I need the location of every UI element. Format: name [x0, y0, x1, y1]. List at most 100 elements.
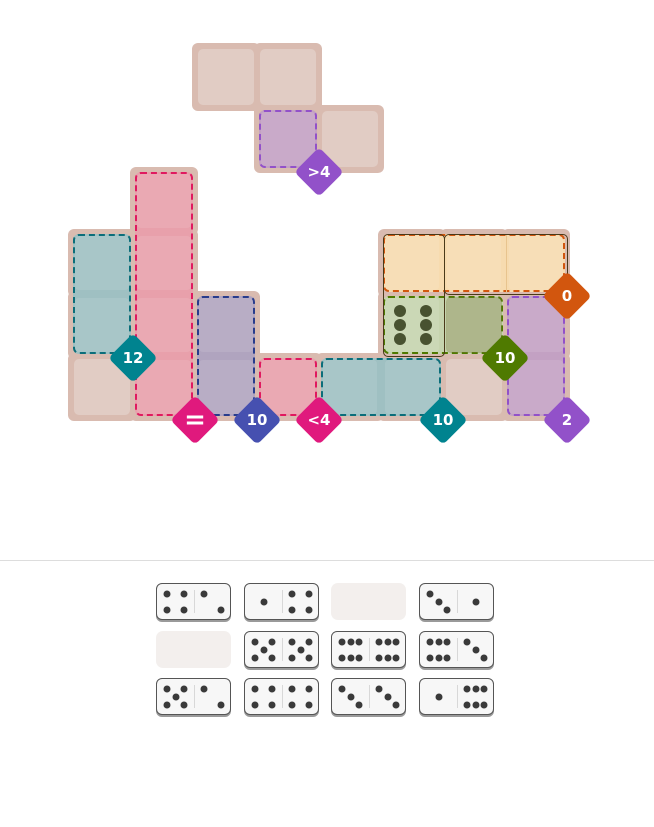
pip — [338, 654, 346, 662]
domino-half — [457, 632, 494, 667]
pip — [288, 590, 296, 598]
domino-half — [245, 679, 282, 714]
pip — [180, 606, 188, 614]
pip — [305, 701, 313, 709]
pip — [375, 685, 383, 693]
constraint-label: <4 — [307, 411, 331, 429]
pip — [288, 606, 296, 614]
domino-half — [369, 632, 406, 667]
region-cell[interactable] — [385, 360, 439, 414]
pip — [384, 654, 391, 662]
board-cell[interactable] — [198, 49, 254, 105]
pip — [251, 685, 259, 693]
region-cell[interactable] — [447, 298, 501, 352]
pip — [163, 685, 171, 693]
domino-divider — [457, 685, 458, 708]
pip — [268, 638, 276, 646]
board-cell[interactable] — [260, 49, 316, 105]
pip — [392, 701, 400, 709]
pip — [435, 654, 442, 662]
pip — [463, 638, 471, 646]
pip — [472, 598, 479, 606]
pip — [355, 654, 363, 662]
pip — [338, 638, 346, 646]
region-orange — [383, 234, 565, 292]
pip — [435, 638, 442, 646]
pip — [392, 654, 400, 662]
domino-divider — [282, 685, 283, 708]
domino-half — [245, 632, 282, 667]
region-purple-right — [507, 296, 565, 416]
pip — [394, 319, 406, 331]
pip — [355, 638, 363, 646]
domino-4-2[interactable] — [156, 583, 231, 620]
region-cell[interactable] — [447, 236, 501, 290]
board-cell[interactable] — [322, 111, 378, 167]
region-cell[interactable] — [75, 298, 129, 352]
domino-6-6[interactable] — [331, 631, 406, 668]
pip — [305, 685, 313, 693]
pip — [480, 654, 488, 662]
region-cell[interactable] — [75, 236, 129, 290]
pip — [472, 646, 479, 654]
pip — [251, 701, 259, 709]
region-cell[interactable] — [509, 236, 563, 290]
domino-5-2[interactable] — [156, 678, 231, 715]
pip — [180, 590, 188, 598]
region-cell[interactable] — [385, 236, 439, 290]
pip — [200, 590, 208, 598]
pip — [347, 693, 354, 701]
pip — [347, 654, 354, 662]
domino-half — [457, 584, 494, 619]
placed-domino[interactable] — [444, 234, 568, 295]
domino-half — [420, 679, 457, 714]
constraint-label: 12 — [122, 349, 144, 367]
pip — [305, 638, 313, 646]
pip — [288, 638, 296, 646]
region-cell[interactable] — [137, 236, 191, 290]
region-cell[interactable] — [261, 360, 315, 414]
pip — [443, 654, 451, 662]
pip — [288, 654, 296, 662]
region-cell[interactable] — [137, 298, 191, 352]
pip — [472, 701, 479, 709]
domino-1-4[interactable] — [244, 583, 319, 620]
pip — [288, 685, 296, 693]
pip — [268, 701, 276, 709]
pip — [384, 638, 391, 646]
divider — [0, 560, 654, 561]
region-cell[interactable] — [137, 174, 191, 228]
pip — [472, 685, 479, 693]
pip — [394, 305, 406, 317]
region-cell[interactable] — [323, 360, 377, 414]
domino-half — [282, 584, 319, 619]
pip — [443, 638, 451, 646]
region-purple-top — [259, 110, 317, 168]
domino-divider — [194, 590, 195, 613]
region-cell[interactable] — [261, 112, 315, 166]
region-cell[interactable] — [199, 298, 253, 352]
pip — [217, 701, 225, 709]
pip — [375, 638, 383, 646]
pip — [180, 701, 188, 709]
domino-divider — [369, 638, 370, 661]
region-cell[interactable] — [199, 360, 253, 414]
pip — [384, 693, 391, 701]
domino-3-1[interactable] — [419, 583, 494, 620]
domino-5-5[interactable] — [244, 631, 319, 668]
domino-4-4[interactable] — [244, 678, 319, 715]
pip — [260, 646, 267, 654]
pip — [426, 590, 434, 598]
domino-divider — [506, 235, 507, 293]
domino-divider — [369, 685, 370, 708]
empty-domino-slot — [156, 631, 231, 668]
domino-3-3[interactable] — [331, 678, 406, 715]
pip — [200, 685, 208, 693]
placed-domino[interactable] — [383, 234, 445, 357]
pip — [260, 598, 267, 606]
pip — [288, 701, 296, 709]
domino-6-3[interactable] — [419, 631, 494, 668]
domino-divider — [282, 590, 283, 613]
pip — [394, 333, 406, 345]
domino-1-6[interactable] — [419, 678, 494, 715]
